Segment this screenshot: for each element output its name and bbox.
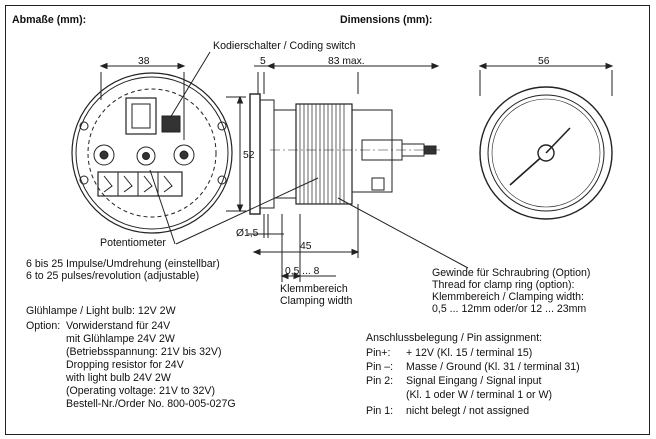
option-line-3: (Betriebsspannung: 21V bis 32V) bbox=[66, 346, 222, 358]
option-label: Option: bbox=[26, 320, 61, 332]
header-english: Dimensions (mm): bbox=[340, 14, 433, 26]
pin-assignment-heading: Anschlussbelegung / Pin assignment: bbox=[366, 332, 543, 344]
pin-2-desc: Signal Eingang / Signal input bbox=[406, 375, 542, 387]
clamping-en: Clamping width bbox=[280, 295, 353, 307]
pulses-en: 6 to 25 pulses/revolution (adjustable) bbox=[26, 270, 200, 282]
pulses-de: 6 bis 25 Impulse/Umdrehung (einstellbar) bbox=[26, 258, 220, 270]
option-line-2: mit Glühlampe 24V 2W bbox=[66, 333, 175, 345]
coding-switch-label: Kodierschalter / Coding switch bbox=[213, 40, 356, 52]
dimension-56: 56 bbox=[538, 56, 550, 67]
side-view bbox=[175, 62, 469, 282]
pin-minus-label: Pin –: bbox=[366, 361, 394, 373]
thread-line-4: 0,5 ... 12mm oder/or 12 ... 23mm bbox=[432, 303, 587, 315]
dimension-45: 45 bbox=[300, 241, 312, 252]
thread-line-2: Thread for clamp ring (option): bbox=[432, 279, 575, 291]
dimension-52: 52 bbox=[243, 150, 255, 161]
pin-plus-desc: + 12V (Kl. 15 / terminal 15) bbox=[406, 347, 533, 359]
potentiometer-label: Potentiometer bbox=[100, 237, 166, 249]
light-bulb-label: Glühlampe / Light bulb: 12V 2W bbox=[26, 305, 176, 317]
order-number: Bestell-Nr./Order No. 800-005-027G bbox=[66, 398, 236, 410]
clamping-de: Klemmbereich bbox=[280, 283, 348, 295]
dimension-38: 38 bbox=[138, 56, 150, 67]
pin-1-label: Pin 1: bbox=[366, 405, 394, 417]
dimension-5: 5 bbox=[260, 56, 266, 67]
gauge-front-view bbox=[478, 62, 614, 220]
dimension-clamping-range: 0,5 ... 8 bbox=[285, 266, 320, 277]
pin-plus-label: Pin+: bbox=[366, 347, 391, 359]
pin-2-label: Pin 2: bbox=[366, 375, 394, 387]
dimension-83-max: 83 max. bbox=[328, 56, 365, 67]
drawing-sheet bbox=[5, 5, 650, 435]
option-line-5: with light bulb 24V 2W bbox=[66, 372, 171, 384]
pin-2-desc-cont: (Kl. 1 oder W / terminal 1 or W) bbox=[406, 389, 552, 401]
dimension-diameter-1-5: Ø1,5 bbox=[236, 228, 259, 239]
header-german: Abmaße (mm): bbox=[12, 14, 87, 26]
option-line-1: Vorwiderstand für 24V bbox=[66, 320, 171, 332]
pin-minus-desc: Masse / Ground (Kl. 31 / terminal 31) bbox=[406, 361, 580, 373]
option-line-6: (Operating voltage: 21V to 32V) bbox=[66, 385, 215, 397]
thread-line-1: Gewinde für Schraubring (Option) bbox=[432, 267, 591, 279]
thread-line-3: Klemmbereich / Clamping width: bbox=[432, 291, 584, 303]
option-line-4: Dropping resistor for 24V bbox=[66, 359, 184, 371]
pin-1-desc: nicht belegt / not assigned bbox=[406, 405, 530, 417]
front-view bbox=[71, 51, 246, 245]
